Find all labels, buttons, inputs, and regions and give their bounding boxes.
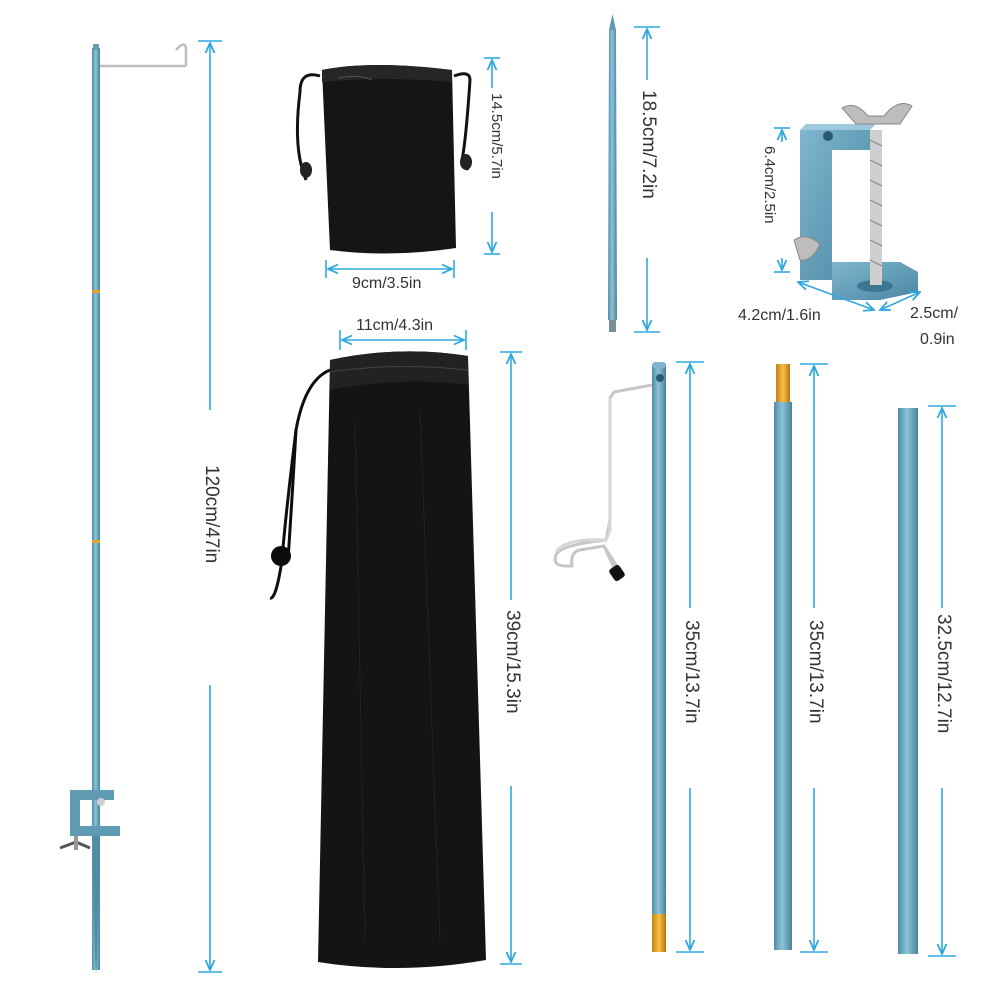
clamp-width-label: 2.5cm/ bbox=[910, 305, 959, 322]
hook-icon bbox=[175, 43, 188, 66]
large-bag-arrow-icon bbox=[339, 330, 522, 965]
clamp-icon bbox=[59, 790, 120, 850]
hook-section-arrow-icon bbox=[676, 361, 704, 953]
spike-length-label: 18.5cm/7.2in bbox=[638, 90, 659, 199]
hook-icon bbox=[553, 383, 653, 569]
spike-arrow-icon bbox=[634, 26, 660, 333]
spike-icon bbox=[608, 14, 617, 332]
middle-section-length-label: 35cm/13.7in bbox=[805, 620, 826, 724]
clamp-width-label-line2: 0.9in bbox=[920, 331, 955, 348]
cord-lock-icon bbox=[271, 546, 291, 566]
hook-section-icon bbox=[553, 362, 666, 952]
full-pole-arrow-icon bbox=[198, 40, 222, 973]
small-bag-width-label: 9cm/3.5in bbox=[352, 275, 422, 292]
small-bag-height-label: 14.5cm/5.7in bbox=[488, 93, 505, 179]
small-bag-icon bbox=[295, 65, 472, 254]
middle-section-arrow-icon bbox=[800, 363, 828, 953]
large-bag-icon bbox=[269, 351, 486, 969]
wing-nut-icon bbox=[841, 103, 913, 125]
table-clamp-icon bbox=[793, 103, 918, 300]
end-section-arrow-icon bbox=[928, 405, 956, 957]
middle-section-icon bbox=[774, 364, 792, 950]
full-pole-length-label: 120cm/47in bbox=[201, 465, 222, 564]
clamp-length-label: 4.2cm/1.6in bbox=[738, 307, 821, 324]
end-section-length-label: 32.5cm/12.7in bbox=[933, 614, 954, 734]
large-bag-width-label: 11cm/4.3in bbox=[356, 317, 434, 334]
clamp-arrow-icon bbox=[774, 127, 920, 310]
end-section-icon bbox=[898, 408, 918, 954]
small-bag-arrow-icon bbox=[325, 57, 500, 278]
drawstring-icon bbox=[269, 368, 331, 600]
large-bag-height-label: 39cm/15.3in bbox=[502, 610, 523, 714]
clamp-height-label: 6.4cm/2.5in bbox=[761, 146, 778, 224]
full-pole-icon bbox=[59, 43, 188, 975]
hook-section-length-label: 35cm/13.7in bbox=[681, 620, 702, 724]
